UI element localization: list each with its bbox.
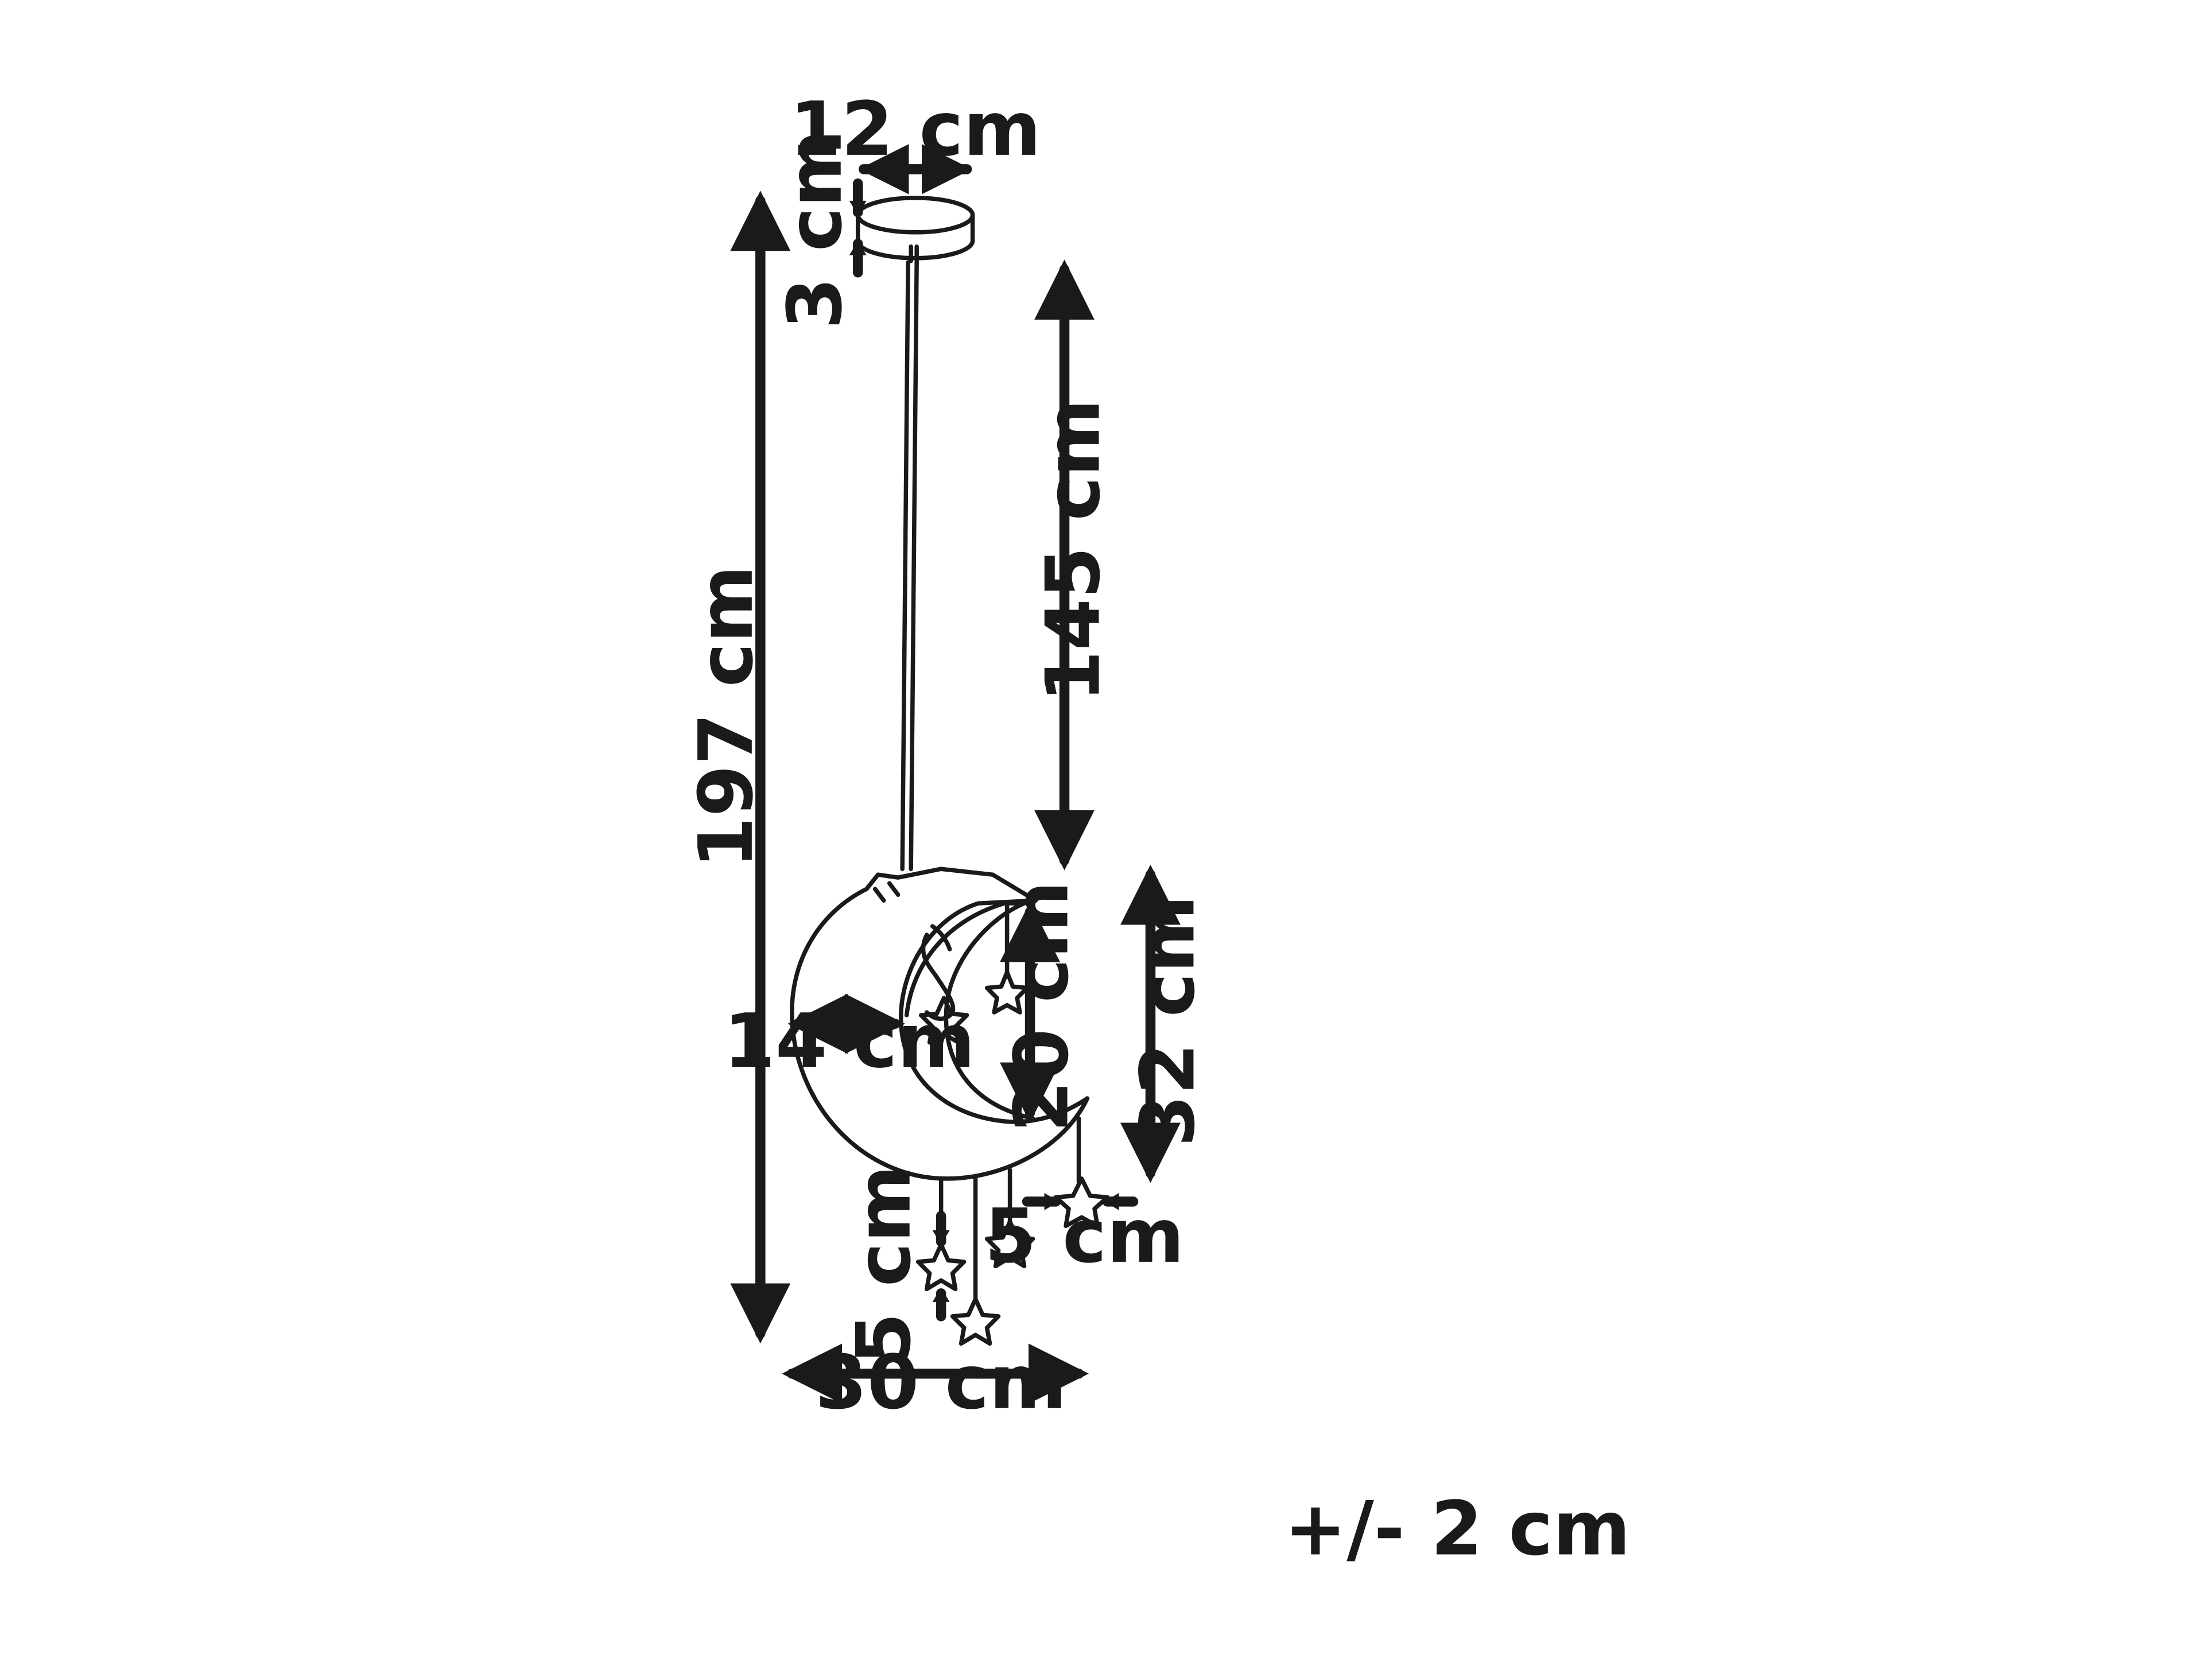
star-hang-3 <box>984 1219 1035 1269</box>
label-shade-height: 32 cm <box>1124 895 1211 1147</box>
dimension-lines <box>730 144 1181 1404</box>
label-canopy-height: 3 cm <box>771 130 859 329</box>
bulb <box>921 933 956 1021</box>
star-inner-2 <box>918 996 969 1045</box>
star-hang-1 <box>915 1242 967 1292</box>
label-moon-depth: 14 cm <box>724 997 975 1085</box>
label-total-width: 30 cm <box>815 1339 1066 1426</box>
dimension-labels: 12 cm 3 cm 197 cm 145 cm 32 cm 20 cm 14 … <box>682 86 1631 1572</box>
label-cable-length: 145 cm <box>1030 399 1117 702</box>
tolerance-note: +/- 2 cm <box>1284 1485 1631 1572</box>
label-total-height: 197 cm <box>682 565 770 869</box>
star-hang-4 <box>1053 1176 1110 1229</box>
label-star-width: 5 cm <box>985 1192 1185 1280</box>
label-canopy-width: 12 cm <box>789 86 1041 173</box>
label-inner-height: 20 cm <box>998 881 1085 1132</box>
suspension-cable <box>900 244 919 871</box>
star-hang-2 <box>950 1297 1001 1346</box>
label-star-height: 5 cm <box>840 1165 928 1365</box>
